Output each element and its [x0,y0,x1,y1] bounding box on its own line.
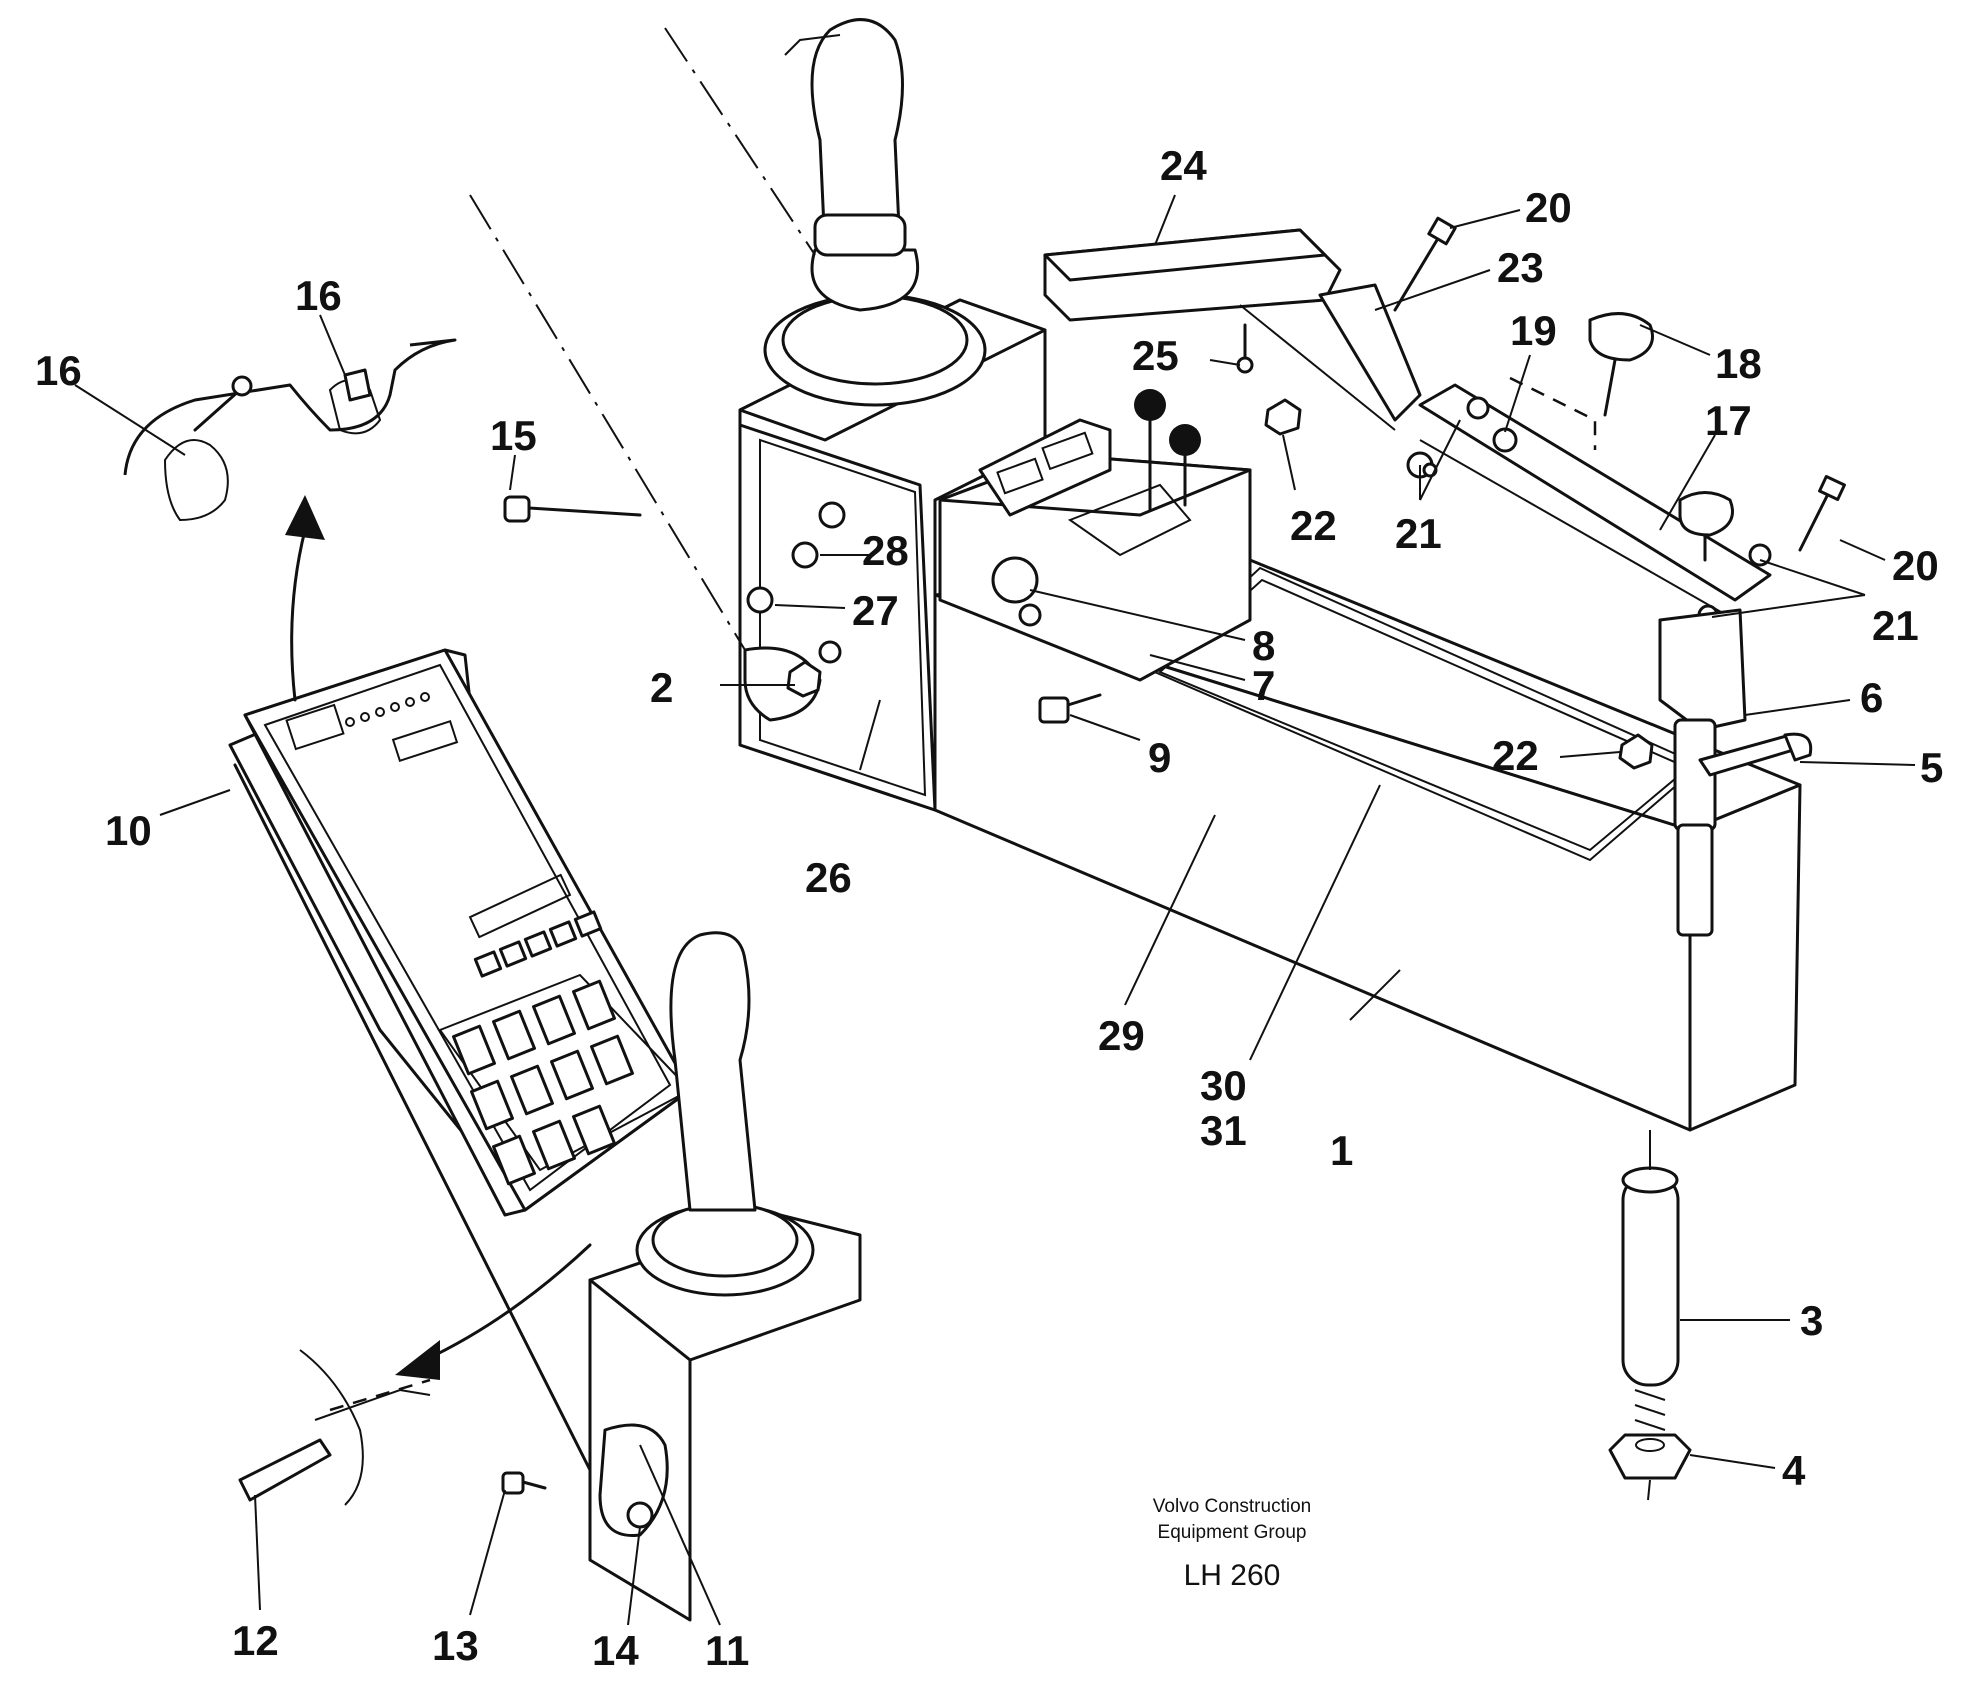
callout-14: 14 [592,1627,639,1674]
switch-panel [228,648,692,1472]
callout-20b: 20 [1892,542,1939,589]
callout-18: 18 [1715,340,1762,387]
indicator-lights [345,692,430,727]
caption-line-2: Equipment Group [1158,1522,1307,1543]
callout-28: 28 [862,527,909,574]
callout-27: 27 [852,587,899,634]
callout-6: 6 [1860,674,1883,721]
callout-17: 17 [1705,397,1752,444]
rocker-switch-grid [438,973,692,1186]
callout-22a: 22 [1290,502,1337,549]
callout-25: 25 [1132,332,1179,379]
armrest [1043,228,1422,431]
callout-16b: 16 [295,272,342,319]
callout-12: 12 [232,1617,279,1664]
spacer-and-nut [1608,1130,1692,1501]
callout-23: 23 [1497,244,1544,291]
callout-22b: 22 [1492,732,1539,779]
model-label: LH 260 [1184,1559,1281,1592]
leader-lines [74,194,1916,1626]
callout-labels: 1 2 3 4 5 6 7 8 9 10 11 12 13 14 15 16 1… [35,142,1943,1674]
screw-13 [501,1471,547,1495]
callout-10: 10 [105,807,152,854]
callout-29: 29 [1098,1012,1145,1059]
callout-24: 24 [1160,142,1207,189]
right-bracket [1658,608,1813,937]
detail-clip-bottom [238,1349,431,1506]
assembly-arrows [285,495,592,1380]
callout-20a: 20 [1525,184,1572,231]
detail-clip-top [123,338,457,522]
callout-9: 9 [1148,734,1171,781]
caption-line-1: Volvo Construction [1153,1496,1311,1517]
callout-11: 11 [705,1627,749,1674]
button-row [473,910,603,978]
callout-8: 8 [1252,622,1275,669]
callout-26: 26 [805,854,852,901]
callout-21b: 21 [1872,602,1919,649]
callout-31: 31 [1200,1107,1247,1154]
callout-15: 15 [490,412,537,459]
callout-1: 1 [1330,1127,1353,1174]
caption-block: Volvo Construction Equipment Group LH 26… [1153,1496,1311,1592]
callout-21a: 21 [1395,510,1442,557]
small-hardware [503,216,1846,770]
callout-30: 30 [1200,1062,1247,1109]
callout-13: 13 [432,1622,479,1669]
callout-19: 19 [1510,307,1557,354]
callout-2: 2 [650,664,673,711]
callout-7: 7 [1252,662,1275,709]
lower-joystick-tower [588,931,862,1622]
callout-4: 4 [1782,1447,1806,1494]
callout-16a: 16 [35,347,82,394]
callout-5: 5 [1920,744,1943,791]
callout-3: 3 [1800,1297,1823,1344]
support-bar [1406,312,1772,626]
